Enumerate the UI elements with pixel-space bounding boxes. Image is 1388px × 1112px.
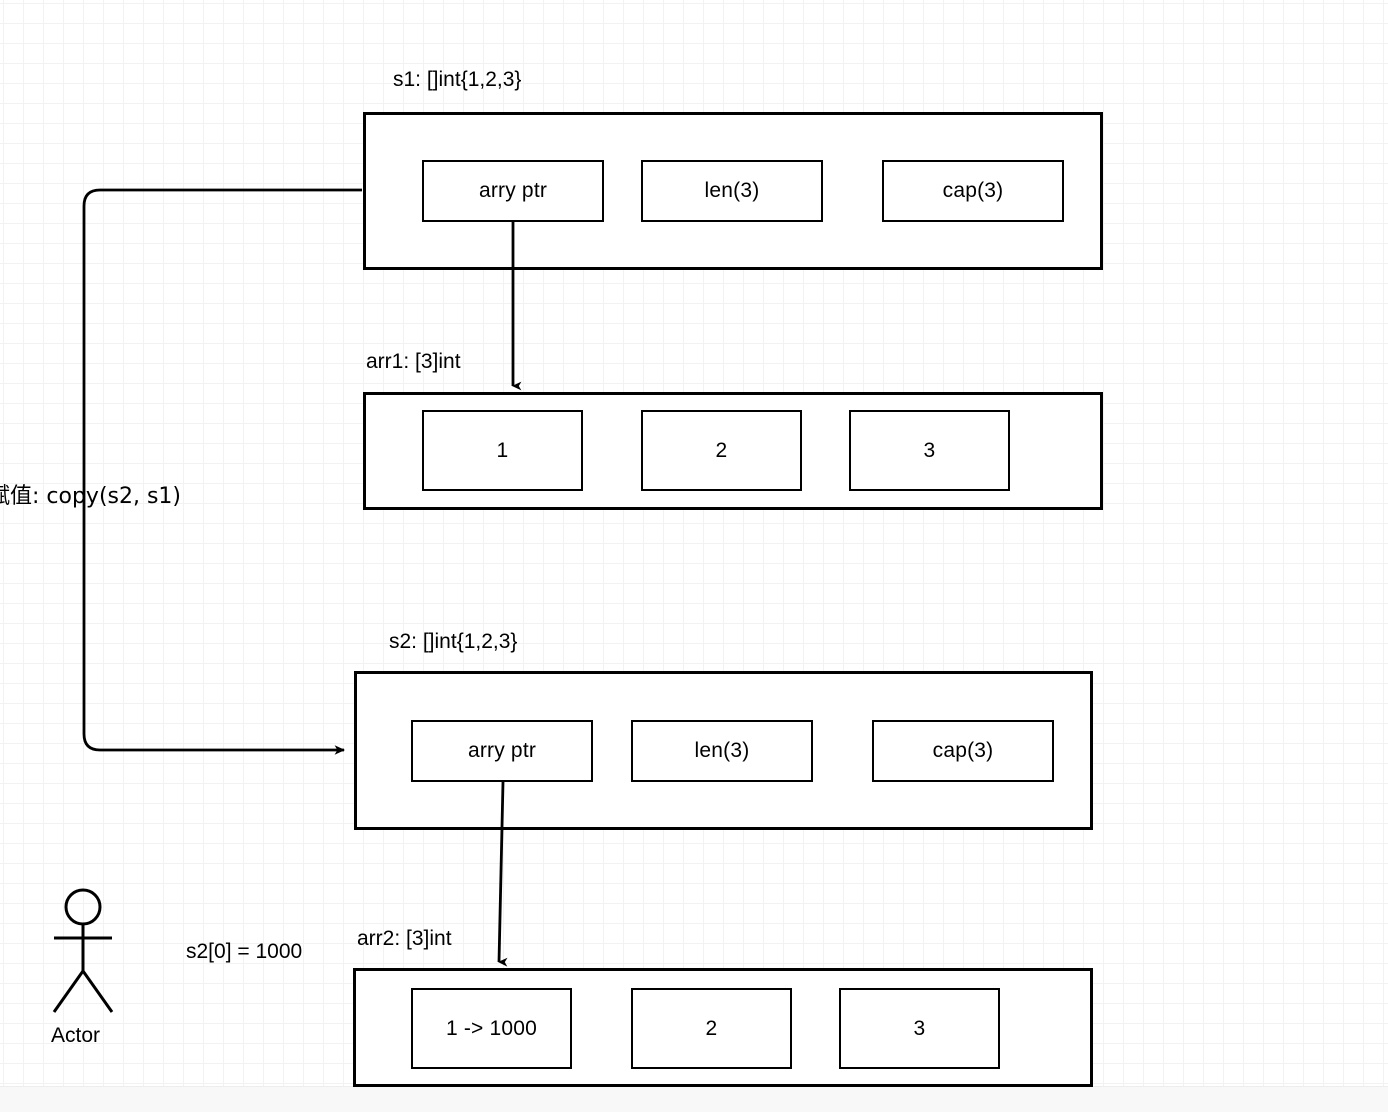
- arr2-cell-1: 2: [631, 988, 792, 1069]
- arr1-cell-2: 3: [849, 410, 1010, 491]
- actor-label: Actor: [51, 1024, 101, 1047]
- arr1-cell-2-label: 3: [923, 438, 936, 462]
- arr1-cell-1: 2: [641, 410, 802, 491]
- arr1-title: arr1: [3]int: [366, 350, 461, 373]
- arr2-cell-2-label: 3: [913, 1016, 926, 1040]
- bottom-band: [0, 1086, 1388, 1112]
- s1-field-arry-ptr-label: arry ptr: [478, 179, 548, 202]
- arr2-cell-0-label: 1 -> 1000: [445, 1016, 538, 1040]
- s2-field-len: len(3): [631, 720, 813, 782]
- actor-icon: [52, 888, 114, 1013]
- s1-title: s1: []int{1,2,3}: [393, 68, 522, 91]
- s1-field-len: len(3): [641, 160, 823, 222]
- s2-title: s2: []int{1,2,3}: [389, 630, 518, 653]
- s1-field-len-label: len(3): [704, 179, 760, 202]
- mutate-label: s2[0] = 1000: [186, 940, 303, 963]
- s2-field-cap: cap(3): [872, 720, 1054, 782]
- arrow-copy-s1-to-s2: [82, 188, 362, 755]
- s1-field-arry-ptr: arry ptr: [422, 160, 604, 222]
- s2-field-arry-ptr-label: arry ptr: [467, 739, 537, 762]
- s2-field-arry-ptr: arry ptr: [411, 720, 593, 782]
- arr1-cell-0-label: 1: [496, 438, 509, 462]
- arr1-cell-1-label: 2: [715, 438, 728, 462]
- arr1-cell-0: 1: [422, 410, 583, 491]
- s2-field-cap-label: cap(3): [932, 739, 994, 762]
- s2-field-len-label: len(3): [694, 739, 750, 762]
- s1-field-cap-label: cap(3): [942, 179, 1004, 202]
- copy-assignment-label: 赋值: copy(s2, s1): [0, 484, 182, 509]
- arr2-title: arr2: [3]int: [357, 927, 452, 950]
- arr2-cell-0: 1 -> 1000: [411, 988, 572, 1069]
- arr2-cell-1-label: 2: [705, 1016, 718, 1040]
- arr2-cell-2: 3: [839, 988, 1000, 1069]
- s1-field-cap: cap(3): [882, 160, 1064, 222]
